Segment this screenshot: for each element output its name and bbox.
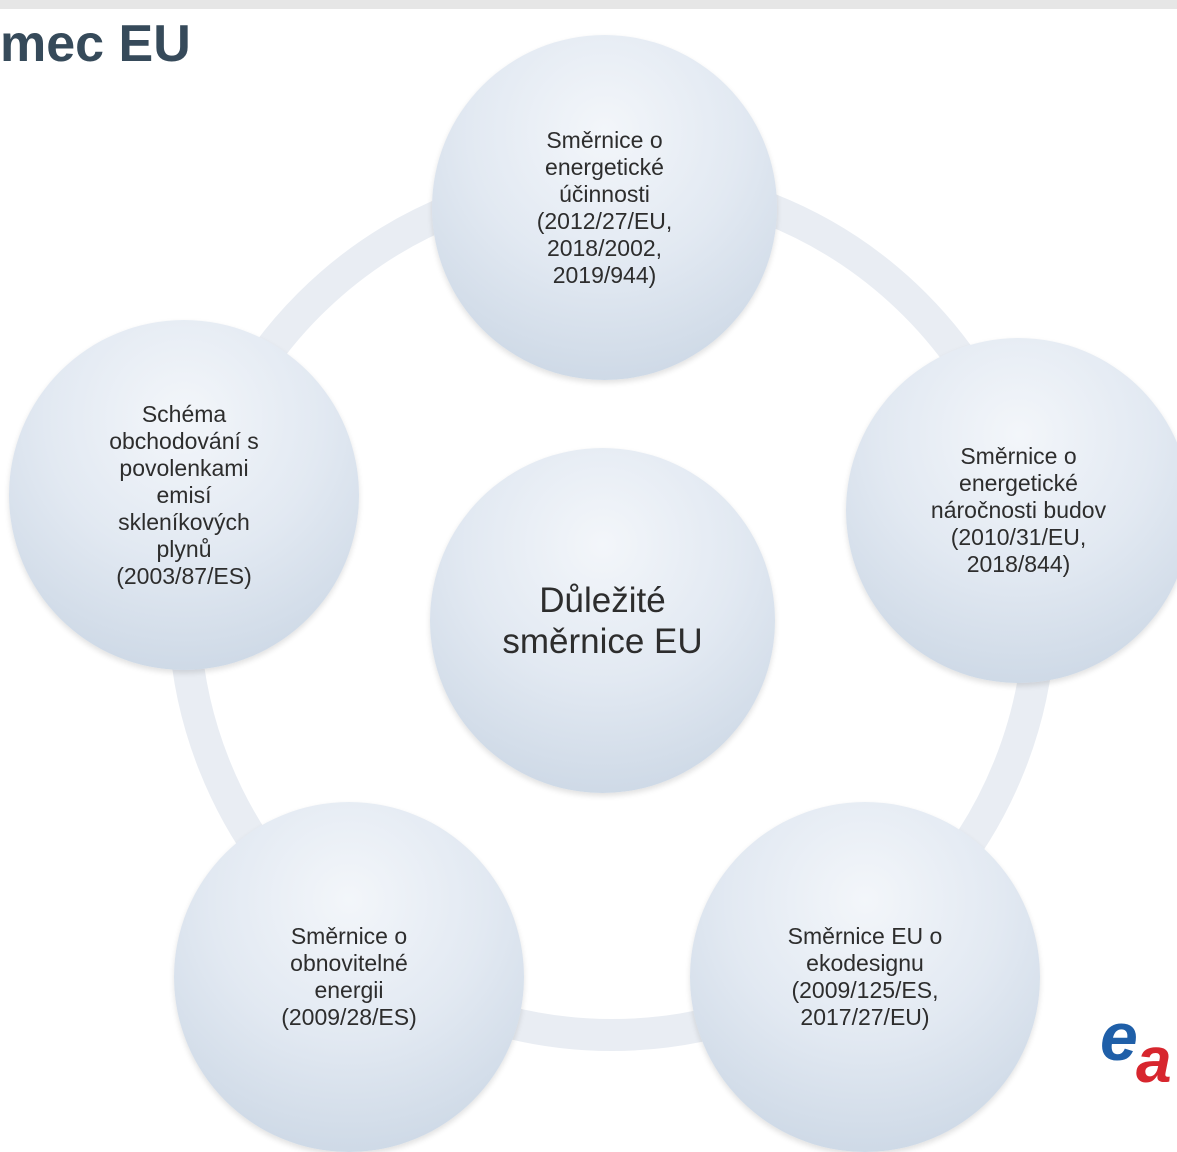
logo-letter-a: a: [1136, 1024, 1172, 1086]
center-label: Důležité směrnice EU: [502, 580, 703, 661]
node-label: Směrnice o energetické účinnosti (2012/2…: [536, 126, 673, 288]
diagram-center-node: Důležité směrnice EU: [430, 448, 775, 793]
logo-letter-e: e: [1100, 1002, 1138, 1075]
top-bar: [0, 0, 1177, 9]
diagram-node-emissions-trading: Schéma obchodování s povolenkami emisí s…: [9, 320, 359, 670]
logo-graphic: e a: [1100, 1002, 1172, 1086]
node-label: Směrnice EU o ekodesignu (2009/125/ES, 2…: [787, 923, 943, 1030]
diagram-node-building-performance: Směrnice o energetické náročnosti budov …: [846, 338, 1177, 683]
node-label: Schéma obchodování s povolenkami emisí s…: [109, 400, 259, 589]
node-label: Směrnice o energetické náročnosti budov …: [930, 443, 1107, 577]
page-title: mec EU: [0, 15, 191, 73]
diagram-node-renewable-energy: Směrnice o obnovitelné energii (2009/28/…: [174, 802, 524, 1152]
diagram-node-energy-efficiency: Směrnice o energetické účinnosti (2012/2…: [432, 35, 777, 380]
company-logo: e a: [1098, 1002, 1177, 1086]
node-label: Směrnice o obnovitelné energii (2009/28/…: [281, 923, 417, 1030]
diagram-node-ecodesign: Směrnice EU o ekodesignu (2009/125/ES, 2…: [690, 802, 1040, 1152]
